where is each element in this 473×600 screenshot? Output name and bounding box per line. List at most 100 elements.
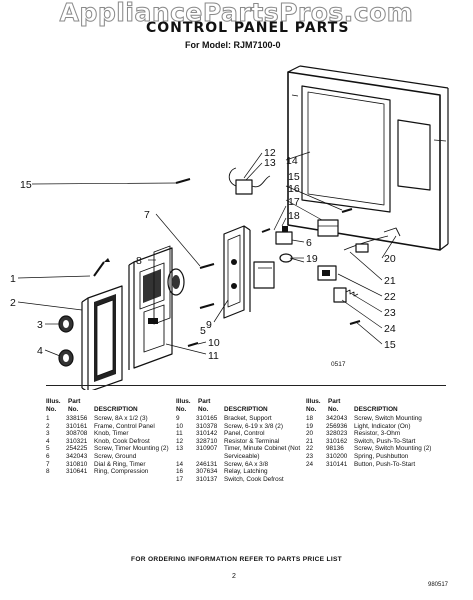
callout-12: 12	[264, 147, 276, 159]
illus-number: 20	[306, 430, 314, 438]
part-description: Screw, 6-19 x 3/8 (2)	[224, 422, 283, 430]
illus-number: 9	[176, 415, 180, 422]
part-description: Button, Push-To-Start	[354, 460, 416, 468]
header-description: DESCRIPTION	[94, 406, 138, 413]
illus-number: 22	[306, 445, 314, 453]
part-description: Resistor & Terminal	[224, 437, 280, 445]
document-code: 980517	[428, 582, 449, 588]
illus-number: 10	[176, 422, 184, 430]
part-description: Knob, Cook Defrost	[94, 437, 150, 445]
part-description: Light, Indicator (On)	[354, 422, 411, 430]
support-bracket	[223, 225, 251, 319]
part-number: 310141	[326, 460, 348, 468]
table-row: 24 310141 Button, Push-To-Start	[306, 461, 434, 469]
page-number: 2	[232, 573, 236, 580]
ordering-footer: FOR ORDERING INFORMATION REFER TO PARTS …	[131, 556, 342, 563]
header-illus-no: No.	[176, 406, 187, 413]
part-number: 98136	[326, 445, 344, 453]
part-number: 307634	[196, 468, 218, 476]
cabinet-front-frame	[287, 65, 449, 251]
callout-9: 9	[206, 319, 212, 331]
illus-number: 7	[46, 460, 50, 468]
illus-number: 17	[176, 475, 184, 483]
model-subtitle: For Model: RJM7100-0	[185, 40, 281, 50]
header-part-no: No.	[198, 406, 209, 413]
illus-number: 24	[306, 460, 314, 468]
part-number: 342043	[326, 415, 348, 422]
header-part-no: No.	[328, 406, 339, 413]
part-number: 328710	[196, 437, 218, 445]
callout-17: 17	[288, 196, 300, 208]
part-number: 310165	[196, 415, 218, 422]
table-row: 9 310165 Bracket, Support	[176, 415, 304, 423]
part-description: Screw, Switch Mounting (2)	[354, 445, 432, 453]
part-description: Dial & Ring, Timer	[94, 460, 146, 468]
part-description: Knob, Timer	[94, 430, 129, 438]
illus-number: 8	[46, 468, 50, 476]
callout-6: 6	[306, 237, 312, 249]
header-illus-no: No.	[46, 406, 57, 413]
control-panel-frame	[81, 285, 123, 390]
table-row: 13 310907 Timer, Minute Cobinet (Not Servi…	[176, 445, 304, 460]
callout-4: 4	[37, 345, 43, 357]
callout-8: 8	[136, 255, 142, 267]
illus-number: 6	[46, 452, 50, 460]
part-number: 310161	[66, 422, 88, 430]
callout-2: 2	[10, 297, 16, 309]
part-description: Bracket, Support	[224, 415, 272, 422]
timer-dial	[153, 245, 185, 325]
cook-defrost-knob	[58, 349, 74, 367]
callout-20: 20	[384, 253, 396, 265]
part-description: Spring, Pushbutton	[354, 452, 409, 460]
header-illus: Illus.	[306, 398, 321, 405]
illus-number: 4	[46, 437, 50, 445]
part-description: Screw, Switch Mounting	[354, 415, 422, 422]
part-number: 310200	[326, 452, 348, 460]
header-description: DESCRIPTION	[224, 406, 268, 413]
timer-body	[253, 261, 275, 289]
part-number: 310907	[196, 445, 218, 453]
part-description: Screw, 8A x 1/2 (3)	[94, 415, 148, 422]
callout-15-bottom: 15	[384, 339, 396, 351]
part-description: Timer, Minute Cobinet (Not Serviceable)	[224, 445, 301, 460]
part-description: Switch, Cook Defrost	[224, 475, 284, 483]
header-part: Part	[68, 398, 81, 405]
timer-knob	[58, 315, 74, 333]
callout-14: 14	[286, 155, 298, 167]
illus-number: 13	[176, 445, 184, 453]
part-description: Ring, Compression	[94, 468, 149, 476]
resistor-3-ohm	[343, 227, 401, 253]
illus-number: 18	[306, 415, 314, 422]
header-part: Part	[198, 398, 211, 405]
illus-number: 14	[176, 460, 184, 468]
part-description: Frame, Control Panel	[94, 422, 155, 430]
part-description: Screw, Timer Mounting (2)	[94, 445, 169, 453]
part-number: 310378	[196, 422, 218, 430]
callout-5: 5	[200, 325, 206, 337]
page-title: CONTROL PANEL PARTS	[146, 20, 350, 36]
callout-15-top: 15	[20, 179, 32, 191]
latching-relay	[317, 219, 339, 237]
part-description: Screw, 6A x 3/8	[224, 460, 269, 468]
part-description: Resistor, 3-Ohm	[354, 430, 401, 438]
table-row: 18 342043 Screw, Switch Mounting	[306, 415, 434, 423]
watermark: AppliancePartsPros.com	[59, 0, 414, 28]
illus-number: 16	[176, 468, 184, 476]
